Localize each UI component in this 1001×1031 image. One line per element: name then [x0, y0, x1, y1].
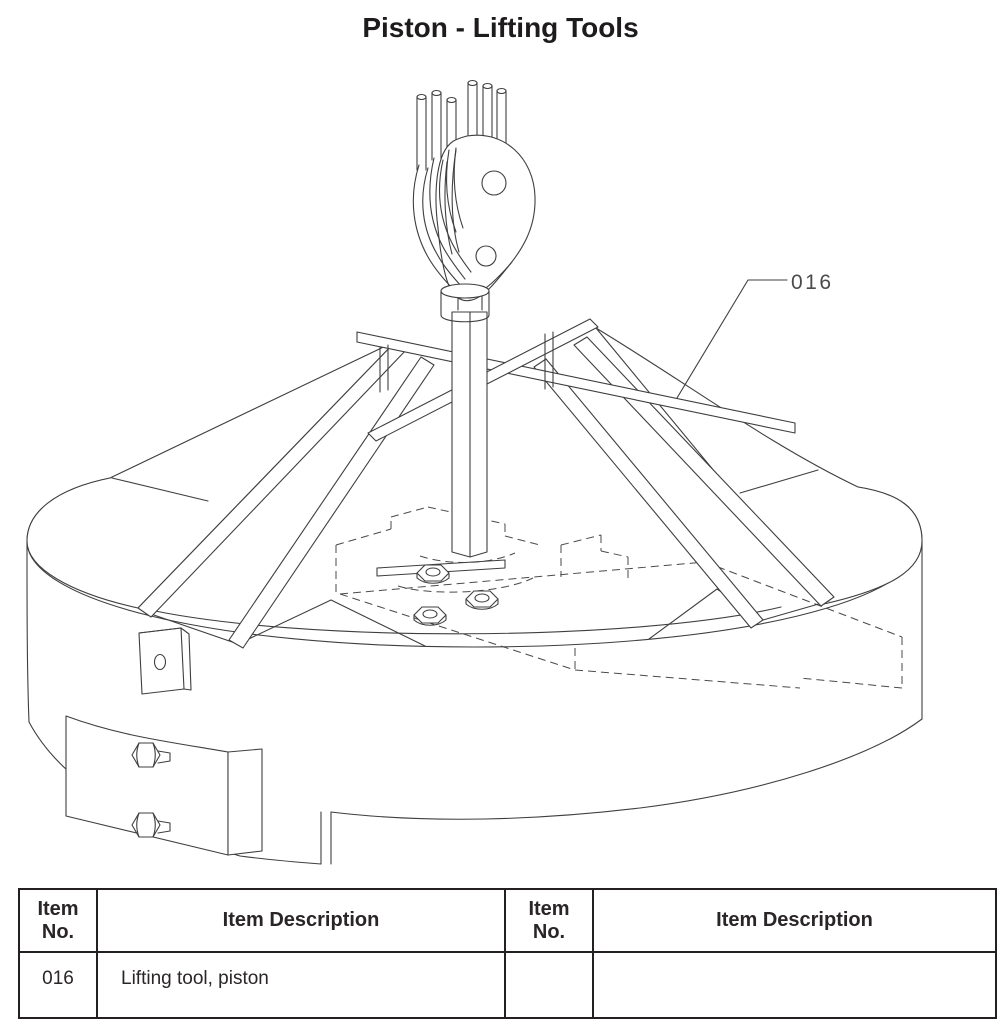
- table-header-item-no-left: Item No.: [20, 890, 96, 953]
- table-cell-item-no-right: [504, 953, 592, 1017]
- lifting-eye: [435, 134, 536, 302]
- page-title: Piston - Lifting Tools: [362, 12, 639, 43]
- clamp-block: [65, 715, 263, 856]
- collar: [440, 283, 490, 323]
- hidden-piston-outline: [335, 506, 903, 689]
- rope-strands-front: [412, 147, 483, 311]
- eye-hole-bottom: [475, 245, 497, 267]
- leader-line: [676, 279, 788, 399]
- callout-label: 016: [791, 271, 834, 294]
- parts-table: Item No. Item Description Item No. Item …: [18, 888, 997, 1019]
- eye-hole-top: [481, 170, 507, 196]
- table-header-description-left: Item Description: [96, 890, 504, 953]
- cone-leg: [533, 358, 764, 629]
- table-header-description-right: Item Description: [592, 890, 995, 953]
- table-header-item-no-right: Item No.: [504, 890, 592, 953]
- cone-leg: [573, 336, 835, 607]
- callout-016: 016: [676, 271, 834, 399]
- table-cell-item-no-left: 016: [42, 968, 74, 989]
- ring-side-plate: [138, 627, 192, 695]
- table-cell-description-right: [592, 953, 995, 1017]
- center-column: [376, 311, 506, 577]
- table-cell-description-left: Lifting tool, piston: [96, 953, 504, 1017]
- hex-nuts: [413, 564, 499, 626]
